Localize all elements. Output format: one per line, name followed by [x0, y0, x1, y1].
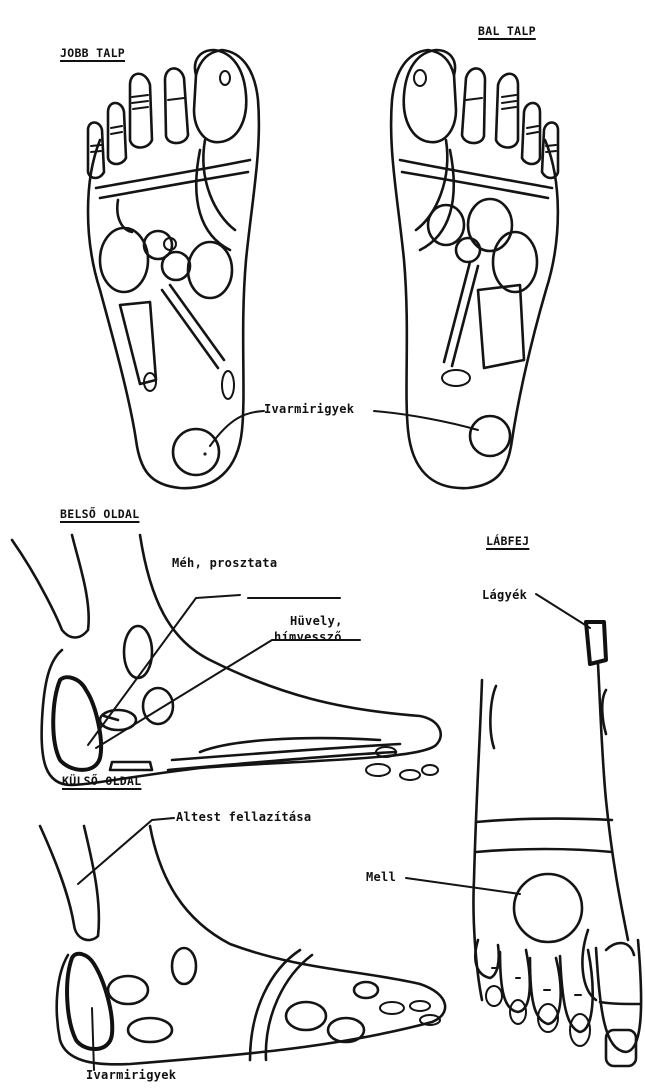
label-huvely-line1: Hüvely,: [290, 614, 343, 628]
label-altest: Altest fellazítása: [176, 810, 311, 824]
huvely-leader: [96, 640, 360, 748]
foot-top-illustration: [473, 622, 641, 1066]
header-kulso-oldal: KÜLSŐ OLDAL: [62, 774, 141, 788]
lagyek-leader: [536, 594, 590, 628]
label-ivarmirigyek-top: Ivarmirigyek: [264, 402, 354, 416]
ivarmirigyek-bottom-leader: [92, 1008, 94, 1070]
header-labfej: LÁBFEJ: [486, 534, 529, 548]
ivarmirigyek-leader-right: [210, 411, 264, 446]
header-bal-talp: BAL TALP: [478, 24, 536, 38]
right-sole-illustration: [88, 50, 259, 488]
label-mell: Mell: [366, 870, 396, 884]
header-jobb-talp: JOBB TALP: [60, 46, 125, 60]
label-huvely-line2: hímvessző: [274, 630, 342, 644]
label-ivarmirigyek-bottom: Ivarmirigyek: [86, 1068, 176, 1082]
inner-side-illustration: [12, 535, 441, 785]
altest-leader: [78, 818, 174, 884]
mell-leader: [406, 878, 520, 894]
ivarmirigyek-leader-left: [374, 411, 478, 430]
label-meh-prosztata: Méh, prosztata: [172, 556, 277, 570]
outer-side-illustration: [40, 826, 445, 1064]
header-belso-oldal: BELSŐ OLDAL: [60, 507, 139, 521]
left-sole-illustration: [391, 50, 558, 488]
label-lagyek: Lágyék: [482, 588, 527, 602]
